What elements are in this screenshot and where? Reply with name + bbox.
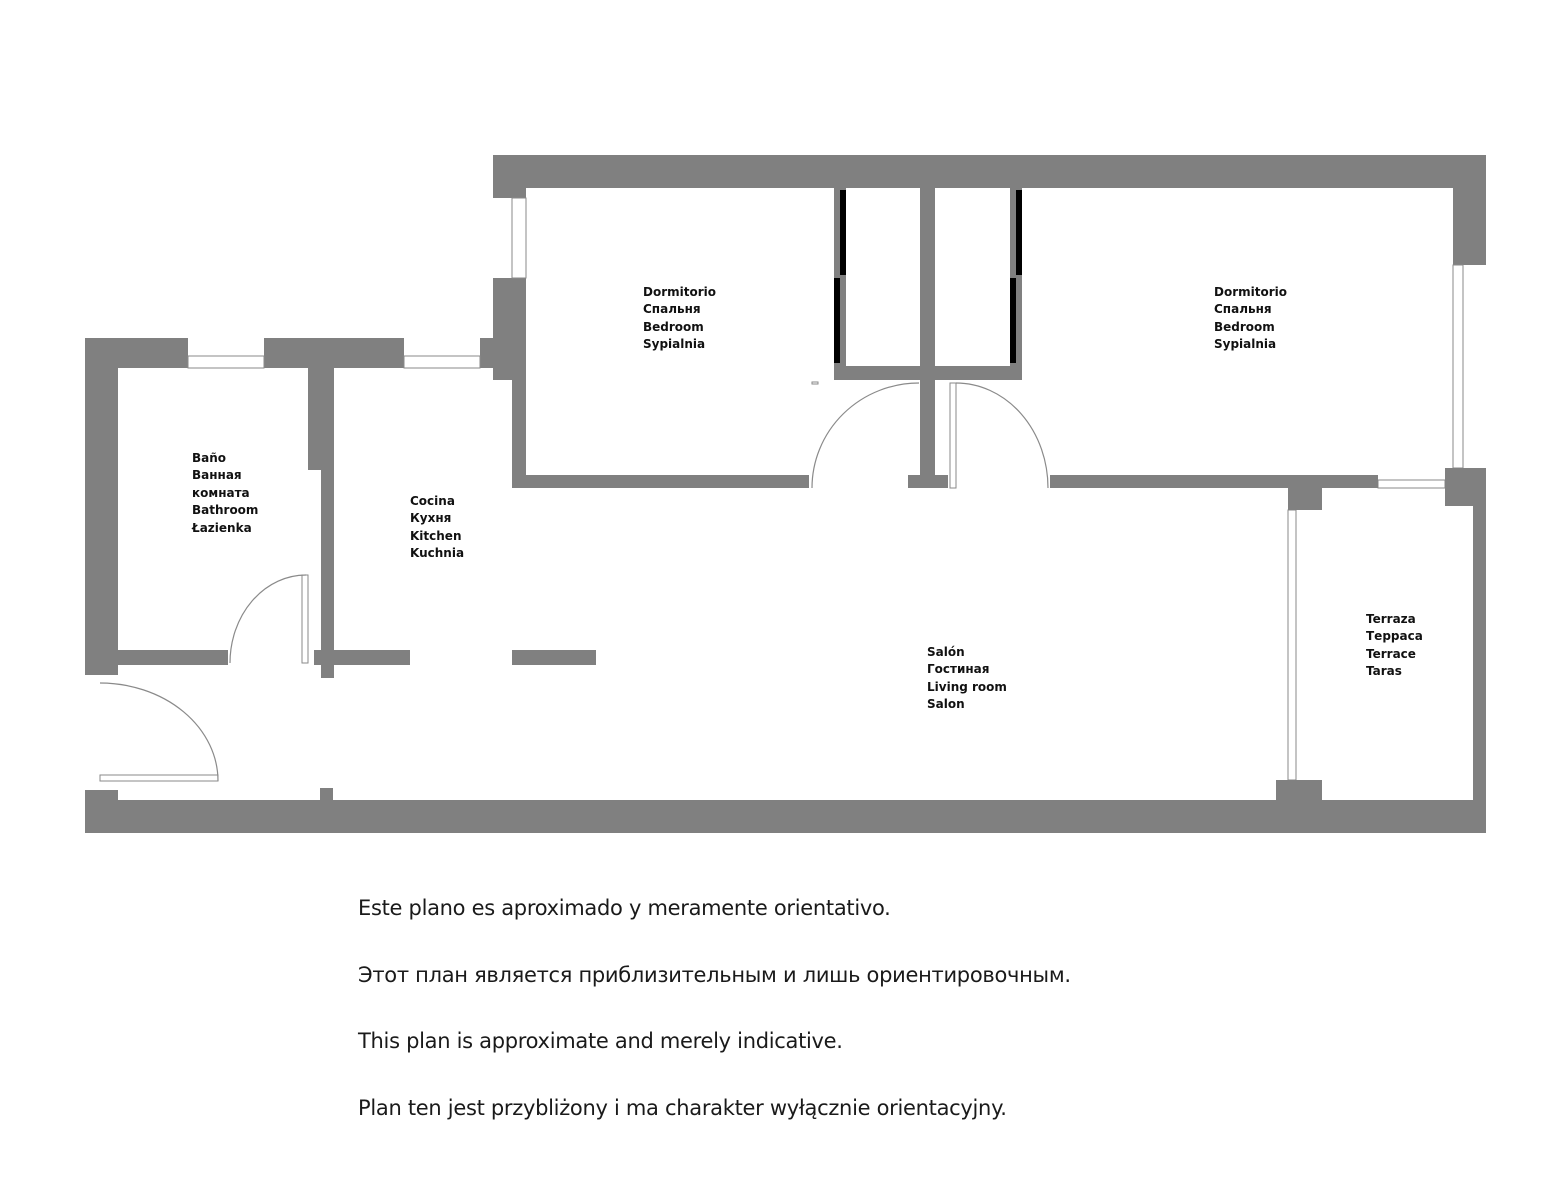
entrance-door-swing	[99, 682, 219, 782]
bedroom-right-window	[1452, 264, 1464, 469]
disclaimer-block: Este plano es aproximado y meramente ori…	[358, 888, 1071, 1154]
bedroom-right-label-pl: Sypialnia	[1214, 337, 1277, 352]
bathroom-label-pl: Łazienka	[192, 520, 252, 535]
bedroom-right-door-leaf	[949, 382, 957, 489]
terrace-top-block	[1288, 488, 1322, 510]
bathroom-label: Baño Ванная комната Bathroom Łazienka	[192, 450, 258, 537]
kitchen-label-es: Cocina	[410, 494, 455, 508]
bath-kitchen-wall-lower	[321, 368, 334, 678]
terrace-window	[1377, 479, 1446, 489]
bedroom-left-door-swing	[811, 382, 920, 489]
closet-right-door-2	[1010, 278, 1016, 363]
bedroom-left-label-ru: Спальня	[643, 302, 701, 317]
bedroom-left-bottom-wall	[526, 475, 809, 488]
bedroom-right-label-ru: Спальня	[1214, 302, 1272, 317]
kitchen-window	[403, 355, 481, 369]
kitchen-label-en: Kitchen	[410, 528, 462, 543]
living-room-label-pl: Salon	[927, 697, 965, 712]
interior-walls	[118, 188, 1486, 810]
bedroom-left-label-pl: Sypialnia	[643, 337, 706, 352]
top-left-wall-stub	[493, 155, 526, 198]
kitchen-label-pl: Kuchnia	[410, 546, 465, 561]
terrace-label-ru: Терраса	[1366, 629, 1423, 644]
bath-bottom-wall-right	[314, 650, 334, 665]
terrace-bottom-block	[1276, 780, 1322, 810]
living-room-label-es: Salón	[927, 645, 965, 659]
kitchen-label: Cocina Кухня Kitchen Kuchnia	[410, 493, 464, 563]
closet-left-door-2	[834, 278, 840, 363]
bedroom-left-label-es: Dormitorio	[643, 285, 716, 299]
bathroom-window	[187, 355, 265, 369]
bedroom-left-door-leaf	[811, 381, 819, 385]
bedroom-left-label: Dormitorio Спальня Bedroom Sypialnia	[643, 284, 716, 354]
bedroom-left-window	[511, 197, 527, 279]
kitchen-bottom-wall	[334, 650, 410, 665]
closet-left-door	[840, 190, 846, 275]
kitchen-label-ru: Кухня	[410, 511, 452, 526]
right-wall-lower	[1473, 468, 1486, 833]
terrace-label-en: Terrace	[1366, 646, 1416, 661]
bedroom-right-label: Dormitorio Спальня Bedroom Sypialnia	[1214, 284, 1287, 354]
top-wall	[493, 155, 1486, 188]
bedroom-left-label-en: Bedroom	[643, 319, 704, 334]
kitchen-living-wall	[512, 380, 526, 488]
bedroom-right-label-en: Bedroom	[1214, 319, 1275, 334]
terrace-top-wall	[1276, 475, 1378, 488]
bath-bottom-wall	[118, 650, 228, 665]
bathroom-label-ru-2: комната	[192, 485, 250, 500]
bathroom-label-ru-1: Ванная	[192, 468, 242, 483]
terrace-corner-right	[1445, 468, 1486, 506]
bedroom-right-bottom-wall	[1050, 475, 1278, 488]
kitchen-bar	[512, 650, 596, 665]
terrace-label-pl: Taras	[1366, 664, 1402, 679]
closet-divider	[920, 188, 935, 476]
entrance-jamb	[320, 788, 333, 808]
kitchen-bedroom-pillar	[493, 278, 526, 380]
right-wall-upper	[1453, 155, 1486, 265]
bathroom-door-leaf	[301, 574, 309, 664]
entrance-door-leaf	[99, 774, 219, 782]
bathroom-door-swing	[229, 574, 307, 664]
bedroom-right-label-es: Dormitorio	[1214, 285, 1287, 299]
terrace-glass-wall	[1287, 509, 1297, 781]
bath-top-wall-left	[85, 338, 188, 368]
left-wall-upper	[85, 338, 118, 675]
disclaimer-pl: Plan ten jest przybliżony i ma charakter…	[358, 1095, 1007, 1120]
disclaimer-ru: Этот план является приблизительным и лиш…	[358, 962, 1071, 987]
bathroom-label-es: Baño	[192, 451, 227, 465]
bedroom-right-door-swing	[955, 382, 1049, 489]
closet-right-door	[1016, 190, 1022, 275]
living-room-label-en: Living room	[927, 679, 1007, 694]
disclaimer-en: This plan is approximate and merely indi…	[358, 1029, 843, 1053]
terrace-label-es: Terraza	[1366, 612, 1416, 626]
left-wall-lower	[85, 790, 118, 833]
bath-kitchen-wall	[308, 368, 321, 470]
outer-walls	[85, 155, 1486, 833]
living-room-label: Salón Гостиная Living room Salon	[927, 644, 1007, 714]
disclaimer-es: Este plano es aproximado y meramente ori…	[358, 896, 891, 920]
living-room-label-ru: Гостиная	[927, 662, 990, 677]
doors	[99, 381, 1049, 782]
bath-top-wall-right	[264, 338, 404, 368]
hall-pillar	[908, 475, 948, 488]
bathroom-label-en: Bathroom	[192, 503, 259, 518]
terrace-label: Terraza Терраса Terrace Taras	[1366, 611, 1423, 681]
bottom-wall	[85, 800, 1486, 833]
